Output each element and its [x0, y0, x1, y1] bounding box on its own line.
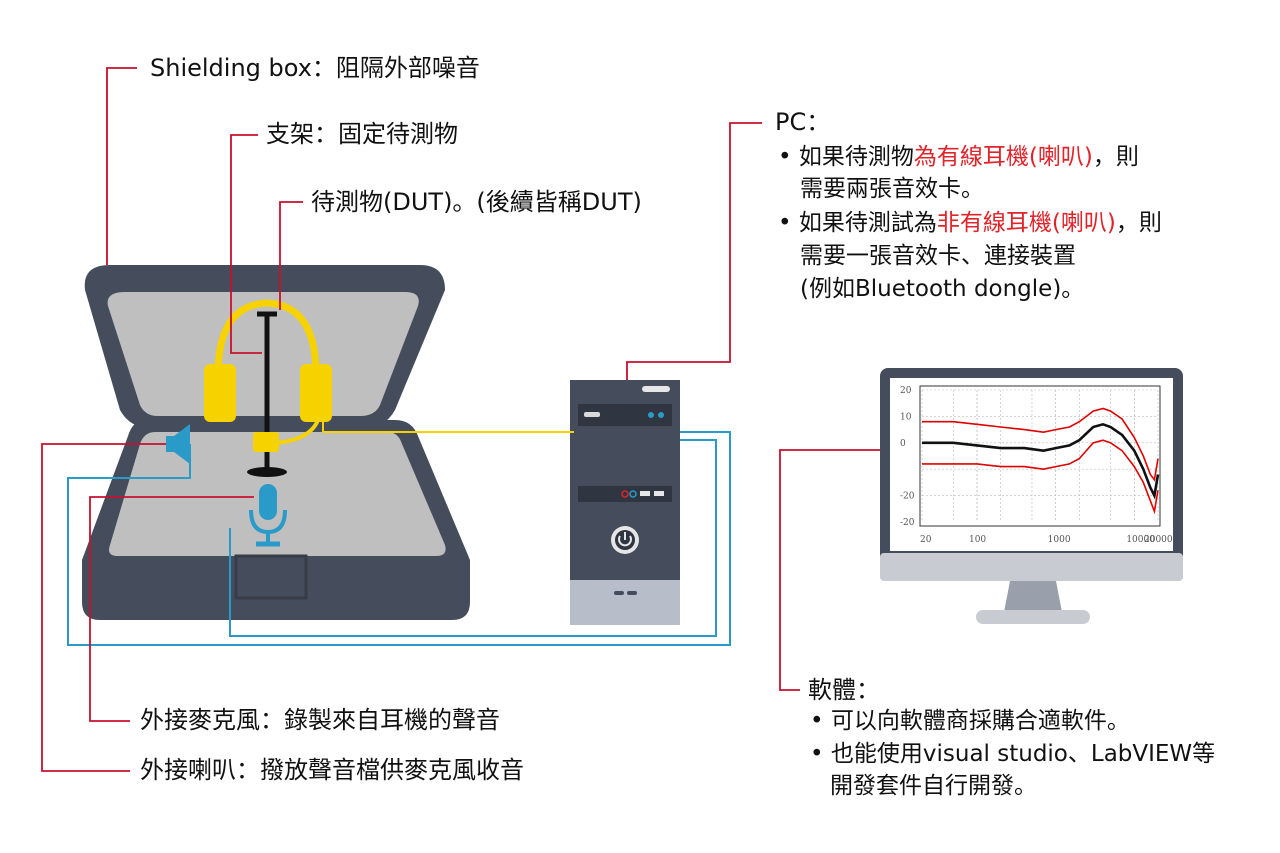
blue-cable-speaker: [67, 431, 731, 646]
chart-y-tick-label: -20: [900, 518, 915, 528]
software-item-2: • 也能使用visual studio、LabVIEW等: [810, 741, 1216, 767]
microphone-icon: [249, 484, 287, 547]
pc-title: PC：: [775, 108, 831, 136]
leader-speaker: [41, 443, 166, 772]
leader-mic: [89, 496, 254, 722]
software-item-1: • 可以向軟體商採購合適軟件。: [810, 708, 1130, 734]
chart-x-tick-label: 10000: [1126, 535, 1155, 545]
dut-label: 待測物(DUT)。(後續皆稱DUT): [311, 188, 642, 216]
software-title: 軟體：: [808, 676, 880, 704]
pc-item-1-highlight: 為有線耳機(喇叭): [913, 144, 1093, 170]
leader-dut: [279, 201, 303, 310]
chart-series-upper-limit: [922, 407, 1159, 482]
chart-y-tick-label: 20: [900, 386, 912, 396]
box-handle: [234, 554, 308, 600]
speaker-icon: [166, 424, 190, 464]
shielding-box-label: Shielding box：阻隔外部噪音: [150, 54, 480, 82]
box-base-inner: [109, 432, 446, 556]
cables: [67, 420, 731, 646]
pc-item-2-text: • 如果待測試為: [778, 210, 937, 236]
stand-label: 支架：固定待測物: [266, 120, 458, 148]
chart-y-tick-label: 0: [900, 439, 906, 449]
chart-x-tick-label: 20: [920, 535, 932, 545]
pc-item-2-highlight: 非有線耳機(喇叭): [936, 210, 1116, 236]
blue-cable-mic: [229, 439, 717, 637]
software-item-2-line2: 開發套件自行開發。: [830, 773, 1037, 799]
leader-software: [779, 449, 880, 691]
chart-x-tick-label: 100: [969, 535, 986, 545]
pc-item-2-line2: 需要一張音效卡、連接裝置: [800, 243, 1076, 269]
chart-series: [922, 407, 1160, 515]
shielding-box: [82, 265, 470, 620]
pc-item-2-suffix: ，則: [1115, 210, 1162, 236]
yellow-cable: [322, 420, 574, 433]
pc-item-1-line2: 需要兩張音效卡。: [800, 176, 984, 202]
leader-lines: [41, 67, 880, 772]
pc-item-2: • 如果待測試為非有線耳機(喇叭)，則: [778, 206, 1162, 240]
chart-y-tick-label: -20: [900, 492, 915, 502]
chart-series-measurement: [922, 422, 1160, 500]
headphones-dut: [204, 299, 332, 452]
pc-tower: [570, 380, 680, 625]
chart-x-tick-label: 1000: [1048, 535, 1071, 545]
chart-x-tick-label: 20000: [1144, 535, 1173, 545]
leader-shielding: [106, 67, 137, 265]
chart-grid: [921, 389, 1159, 522]
leader-stand: [230, 134, 262, 354]
external-mic-label: 外接麥克風：錄製來自耳機的聲音: [140, 706, 500, 734]
leader-pc: [626, 122, 762, 380]
external-speaker-label: 外接喇叭：撥放聲音檔供麥克風收音: [140, 756, 524, 784]
pc-item-1: • 如果待測物為有線耳機(喇叭)，則: [778, 140, 1139, 174]
chart-y-tick-label: 10: [900, 412, 912, 422]
pc-item-2-line3: (例如Bluetooth dongle)。: [800, 276, 1085, 302]
box-lid-inner: [107, 292, 419, 416]
pc-item-1-text: • 如果待測物: [778, 144, 914, 170]
pc-item-1-suffix: ，則: [1092, 144, 1139, 170]
chart-series-lower-limit: [922, 439, 1159, 515]
